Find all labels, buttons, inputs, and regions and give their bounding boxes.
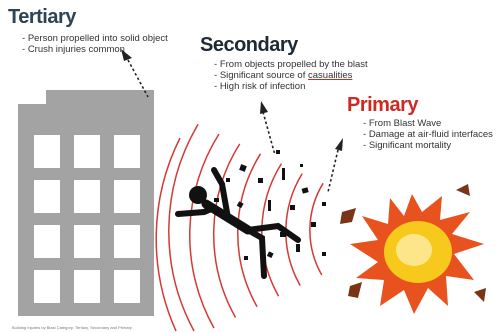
dashed-arrow-icon: [263, 112, 275, 155]
arrow-head-icon: [335, 138, 343, 151]
debris-icon: [214, 150, 326, 260]
dashed-arrow-icon: [328, 150, 338, 192]
arrow-head-icon: [260, 101, 268, 114]
footnote: Building Injuries by Blast Category: Ter…: [12, 325, 132, 330]
building-icon: [18, 90, 154, 316]
explosion-icon: [340, 184, 486, 314]
arrow-head-icon: [121, 49, 132, 61]
